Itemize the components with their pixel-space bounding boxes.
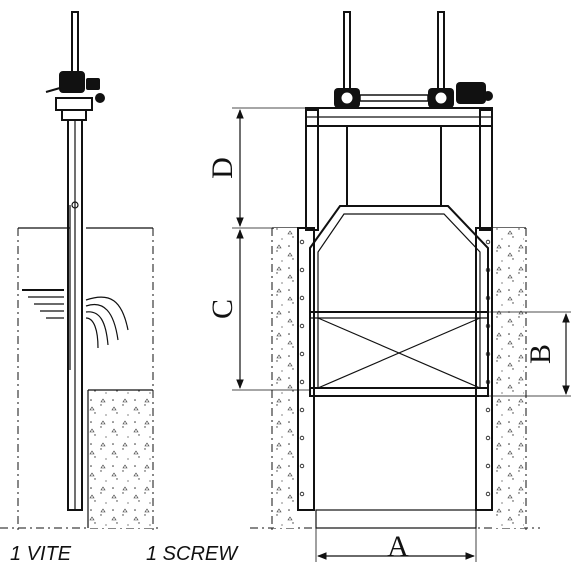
dimension-d-label: D: [206, 157, 239, 179]
left-lifting-unit: [334, 88, 360, 108]
dimension-c-label: C: [206, 299, 239, 319]
gate-leaf: [309, 205, 489, 397]
dimension-b: B: [488, 311, 571, 397]
left-spindle: [343, 11, 351, 93]
channel-bottom: [315, 509, 477, 529]
front-view: D C B A 1 SCREW: [146, 11, 571, 564]
water-flow-icon: [85, 296, 129, 349]
side-connector: [71, 201, 79, 209]
right-lifting-unit: [428, 88, 454, 108]
side-motor: [86, 78, 100, 90]
connecting-shaft: [359, 94, 429, 102]
right-spindle: [437, 11, 445, 93]
side-actuator-body: [60, 72, 84, 92]
caption-screw: 1 SCREW: [146, 543, 239, 564]
dimension-a: A: [315, 528, 477, 563]
right-guide-rail: [475, 227, 493, 511]
rail-bolts: [299, 239, 491, 497]
right-frame-post: [479, 109, 493, 231]
dimension-b-label: B: [524, 344, 557, 364]
side-flange: [61, 109, 87, 121]
side-gearbox: [55, 97, 93, 111]
left-wall-concrete: [274, 228, 298, 528]
left-frame-post: [305, 109, 319, 231]
electric-motor: [456, 82, 493, 104]
dimension-d: D: [206, 107, 306, 229]
side-view: 1 VITE: [0, 11, 160, 564]
caption-vite: 1 VITE: [10, 543, 72, 564]
dimension-c: C: [206, 229, 310, 391]
side-lever: [45, 87, 61, 93]
right-wall-concrete: [492, 228, 524, 528]
side-concrete-block: [88, 390, 152, 528]
side-handwheel-icon: [95, 93, 105, 103]
dimension-a-label: A: [387, 530, 409, 563]
water-level-icon: [22, 289, 64, 319]
side-spindle: [71, 11, 79, 73]
